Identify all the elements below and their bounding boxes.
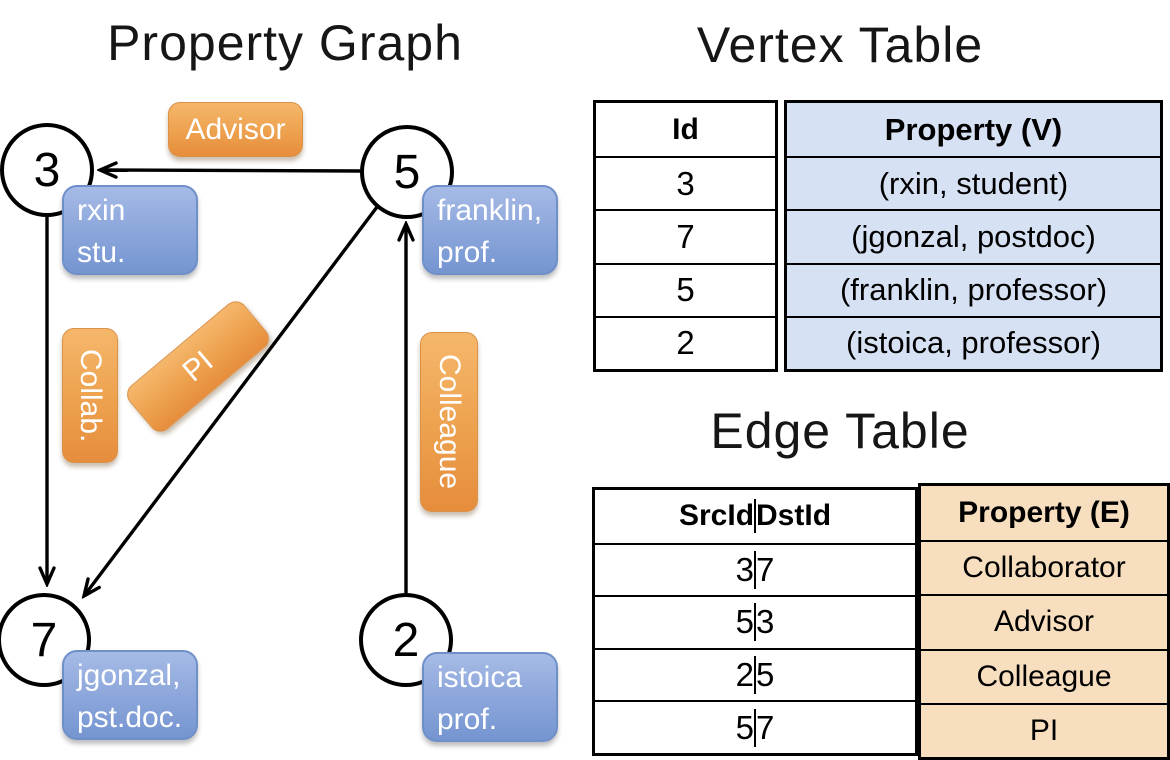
edge-label-colleague: Colleague	[420, 332, 478, 512]
node-id-label: 3	[33, 143, 61, 197]
edge-table-dstid-header: DstId	[754, 499, 832, 534]
vertex-table-property-cell: (franklin, professor)	[787, 262, 1160, 316]
edge-table-srcid-cell: 5	[735, 708, 754, 746]
vertex-table-property-cell: (jgonzal, postdoc)	[787, 209, 1160, 262]
vertex-table-id-cell: 7	[596, 209, 775, 262]
edge-table-property-cell: Advisor	[921, 594, 1167, 648]
vertex-table-title: Vertex Table	[696, 17, 984, 73]
graph-node-5: 5	[360, 125, 454, 219]
vertex-property-line: franklin,	[437, 194, 543, 227]
vertex-table-id-header: Id	[672, 112, 699, 146]
edge-table-property-header: Property (E)	[958, 496, 1130, 530]
vertex-property-box-7: jgonzal, pst.doc.	[62, 650, 198, 740]
edge-table-dstid-cell: 3	[754, 603, 775, 642]
vertex-property-line: istoica	[437, 661, 523, 694]
edge-label-advisor: Advisor	[168, 102, 303, 157]
vertex-property-box-2: istoica prof.	[422, 652, 558, 742]
vertex-table-id-cell: 3	[596, 156, 775, 209]
vertex-property-line: prof.	[437, 236, 498, 269]
vertex-property-line: prof.	[437, 703, 498, 736]
edge-table-property-cell: PI	[921, 702, 1167, 757]
edge-table-property-cell: Collaborator	[921, 540, 1167, 594]
edge-table-title: Edge Table	[710, 403, 970, 459]
vertex-table-property-cell: (rxin, student)	[787, 156, 1160, 209]
vertex-property-line: pst.doc.	[77, 701, 183, 734]
node-id-label: 7	[30, 613, 58, 667]
edge-pi-5-to-7	[84, 205, 379, 596]
edge-table-property-cell: Colleague	[921, 648, 1167, 703]
vertex-table-id-cell: 5	[596, 262, 775, 316]
edge-table-dstid-cell: 7	[754, 550, 775, 589]
edge-table-dstid-cell: 7	[754, 708, 775, 747]
edge-table-ids-columns: SrcId DstId 3 7 5 3 2 5 5 7	[592, 487, 918, 756]
vertex-property-line: jgonzal,	[77, 659, 181, 692]
vertex-property-line: rxin	[77, 194, 126, 227]
vertex-table-property-column: Property (V) (rxin, student) (jgonzal, p…	[784, 100, 1163, 372]
vertex-property-box-5: franklin, prof.	[422, 185, 558, 275]
node-id-label: 2	[392, 613, 420, 667]
edge-table-srcid-cell: 5	[735, 603, 754, 641]
edge-table-dstid-cell: 5	[754, 656, 775, 695]
edge-advisor-5-to-3	[100, 170, 363, 171]
vertex-property-box-3: rxin stu.	[62, 185, 198, 275]
edge-table-property-column: Property (E) Collaborator Advisor Collea…	[918, 483, 1170, 760]
vertex-table-id-cell: 2	[596, 315, 775, 369]
graph-node-2: 2	[359, 593, 453, 687]
vertex-table-property-header: Property (V)	[884, 111, 1063, 147]
graph-edges-svg	[0, 0, 585, 760]
edge-table-srcid-header: SrcId	[678, 499, 755, 533]
vertex-table-id-column: Id 3 7 5 2	[593, 100, 778, 372]
vertex-table-property-cell: (istoica, professor)	[787, 315, 1160, 369]
node-id-label: 5	[393, 145, 421, 199]
edge-table-srcid-cell: 3	[735, 550, 754, 588]
vertex-property-line: stu.	[77, 236, 126, 269]
edge-label-collab: Collab.	[62, 328, 118, 463]
property-graph-title: Property Graph	[107, 15, 463, 71]
edge-table-srcid-cell: 2	[735, 656, 754, 694]
